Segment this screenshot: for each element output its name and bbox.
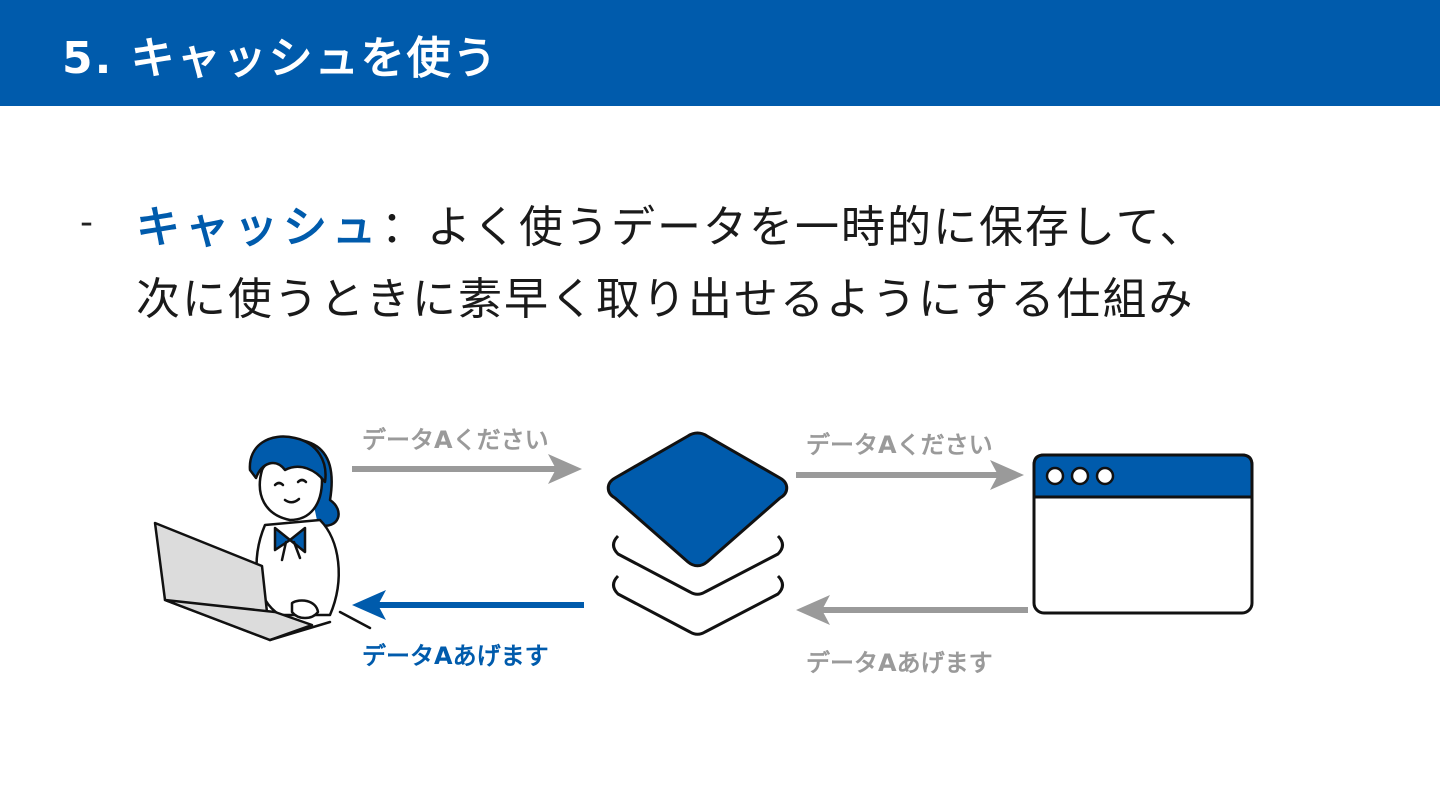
person-at-laptop-illustration <box>153 435 372 642</box>
definition-line2: 次に使うときに素早く取り出せるようにする仕組み <box>136 274 1195 325</box>
definition-text: キャッシュ：よく使うデータを一時的に保存して、 次に使うときに素早く取り出せるよ… <box>136 192 1336 336</box>
label-response-from-cache: データAあげます <box>362 642 549 670</box>
arrow-left-icon <box>796 595 1028 625</box>
bullet-marker: - <box>80 202 93 243</box>
arrow-left-icon <box>352 590 584 620</box>
label-request-to-server: データAください <box>806 431 993 459</box>
slide-title: 5. キャッシュを使う <box>62 33 499 84</box>
definition-line1: よく使うデータを一時的に保存して、 <box>427 202 1206 253</box>
browser-window-icon <box>1032 453 1254 615</box>
label-response-from-server: データAあげます <box>806 649 993 677</box>
arrow-right-icon <box>796 460 1024 490</box>
term-separator: ： <box>381 202 427 253</box>
cache-term: キャッシュ <box>136 202 381 253</box>
arrow-right-icon <box>352 454 582 484</box>
slide-header: 5. キャッシュを使う <box>0 0 1440 106</box>
cache-layers-icon <box>606 431 789 636</box>
label-request-to-cache: データAください <box>362 426 549 454</box>
